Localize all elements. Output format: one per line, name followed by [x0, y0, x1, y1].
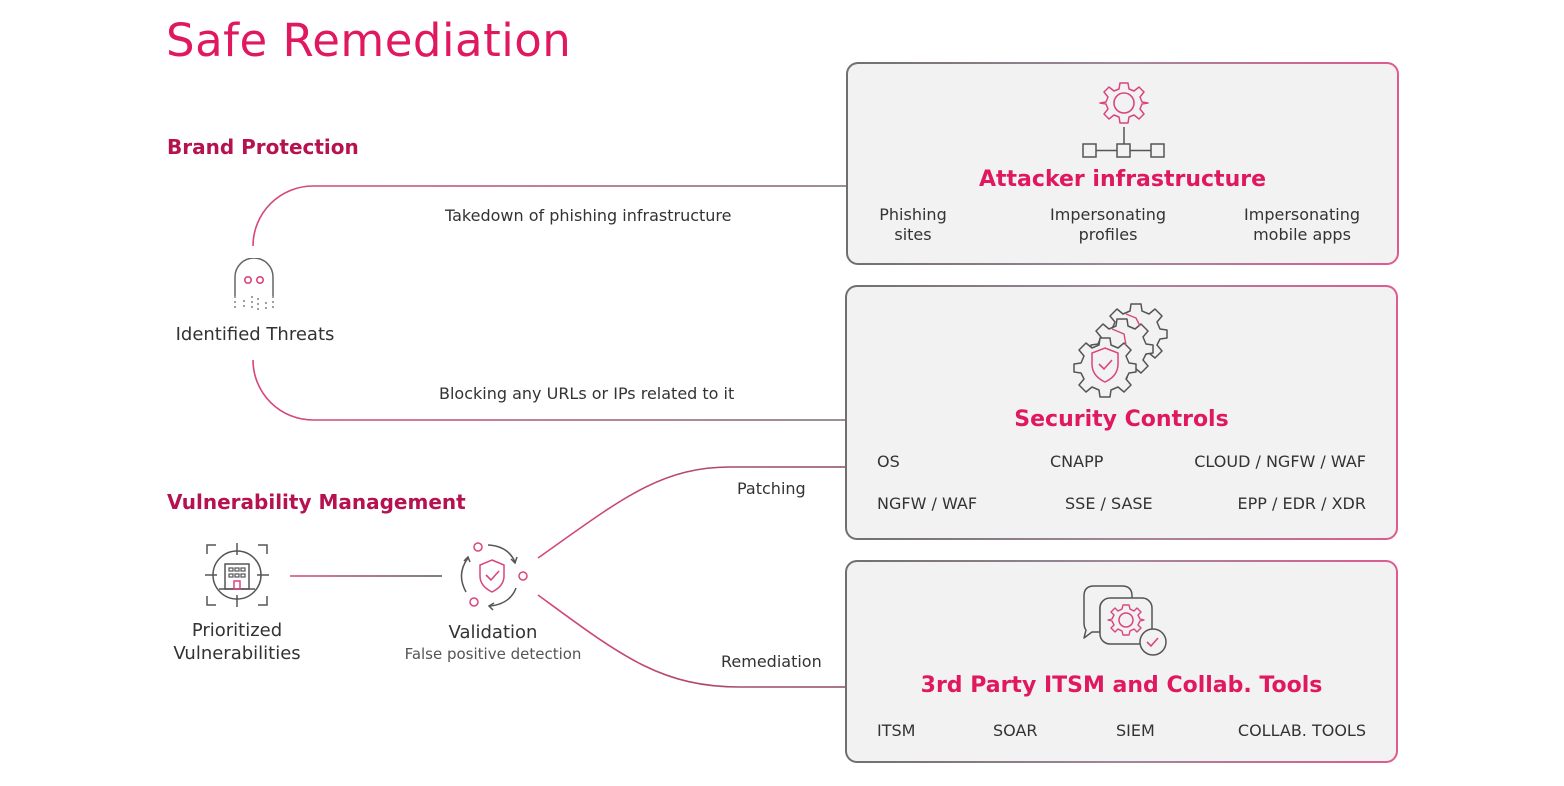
target-box-third-party-tools: 3rd Party ITSM and Collab. Tools ITSM SO…	[845, 560, 1398, 763]
box-item: NGFW / WAF	[877, 494, 978, 513]
node-label-line: Prioritized	[191, 620, 283, 641]
box-item-line: profiles	[1078, 225, 1138, 244]
box-inner	[848, 64, 1397, 263]
section-heading-vulnerability-management: Vulnerability Management	[167, 490, 466, 514]
box-item: OS	[877, 452, 900, 471]
target-building-icon	[205, 543, 269, 607]
box-item: SSE / SASE	[1065, 494, 1153, 513]
box-item: Impersonating profiles	[1033, 205, 1183, 245]
path-label-patching: Patching	[737, 479, 806, 498]
node-label-identified-threats: Identified Threats	[175, 324, 335, 345]
chat-gear-icon	[1083, 585, 1167, 656]
target-box-security-controls: Security Controls OS CNAPP CLOUD / NGFW …	[845, 285, 1398, 540]
section-heading-brand-protection: Brand Protection	[167, 135, 359, 159]
box-item: Impersonating mobile apps	[1227, 205, 1377, 245]
box-item: Phishing sites	[858, 205, 968, 245]
box-title: 3rd Party ITSM and Collab. Tools	[920, 673, 1323, 698]
box-item-line: mobile apps	[1253, 225, 1351, 244]
box-item-line: Impersonating	[1050, 205, 1166, 224]
node-label-prioritized-vulnerabilities: Prioritized Vulnerabilities	[147, 619, 327, 665]
page-title: Safe Remediation	[166, 14, 572, 67]
path-takedown	[252, 185, 847, 247]
box-title: Attacker infrastructure	[979, 167, 1266, 192]
node-label-line: Vulnerabilities	[173, 643, 301, 664]
box-item-line: Phishing	[879, 205, 947, 224]
path-label-blocking: Blocking any URLs or IPs related to it	[439, 384, 735, 403]
path-label-remediation: Remediation	[721, 652, 822, 671]
box-item: CLOUD / NGFW / WAF	[1194, 452, 1366, 471]
gear-network-icon	[1082, 82, 1165, 158]
box-item: ITSM	[877, 721, 916, 740]
ghost-icon	[234, 258, 274, 310]
shield-cycle-icon	[460, 542, 528, 611]
box-item: EPP / EDR / XDR	[1237, 494, 1366, 513]
path-remediation	[537, 594, 847, 688]
box-item-line: Impersonating	[1244, 205, 1360, 224]
path-blocking	[252, 359, 847, 421]
box-item: CNAPP	[1050, 452, 1104, 471]
box-item: COLLAB. TOOLS	[1237, 721, 1366, 740]
path-patching	[537, 466, 847, 559]
target-box-attacker-infrastructure: Attacker infrastructure Phishing sites I…	[846, 62, 1399, 265]
box-item: SOAR	[993, 721, 1038, 740]
box-item: SIEM	[1116, 721, 1155, 740]
gears-shield-icon	[1073, 303, 1168, 398]
node-sublabel-validation: False positive detection	[404, 645, 582, 663]
box-title: Security Controls	[1014, 407, 1229, 432]
box-item-line: sites	[894, 225, 932, 244]
node-label-validation: Validation	[448, 622, 538, 643]
box-inner	[847, 562, 1396, 761]
path-label-takedown: Takedown of phishing infrastructure	[445, 206, 732, 225]
